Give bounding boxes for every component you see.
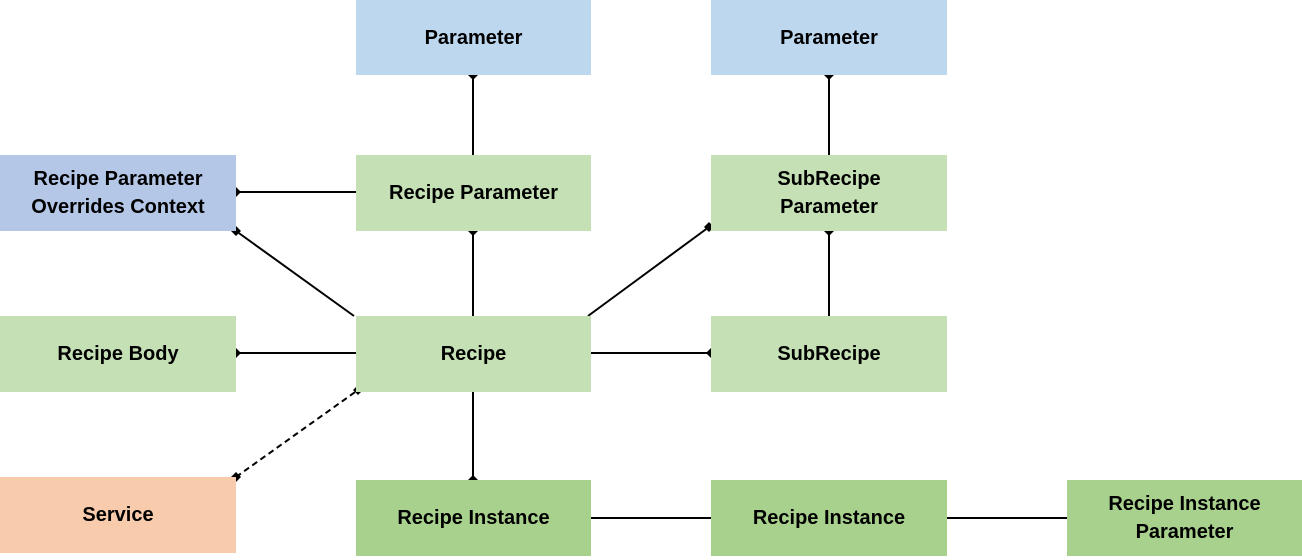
service-label: Service	[82, 504, 154, 526]
recipe-instance-right-label: Recipe Instance	[752, 507, 906, 529]
recipe-body-node[interactable]: Recipe Body	[0, 316, 236, 392]
subrecipe-label: SubRecipe	[777, 343, 881, 365]
edge-recipe-to-subrecipe-parameter	[587, 226, 710, 317]
subrecipe-parameter-node[interactable]: SubRecipe Parameter	[711, 155, 947, 231]
subrecipe-parameter-label: SubRecipe Parameter	[777, 168, 881, 218]
edge-recipe-to-recipe-parameter-overrides-context	[235, 230, 355, 317]
recipe-parameter-label: Recipe Parameter	[389, 182, 558, 204]
recipe-parameter-overrides-context-label: Recipe Parameter Overrides Context	[31, 168, 205, 218]
parameter-right-node[interactable]: Parameter	[711, 0, 947, 75]
recipe-instance-center-label: Recipe Instance	[397, 507, 550, 529]
recipe-instance-center-node[interactable]: Recipe Instance	[356, 480, 591, 556]
parameter-right-label: Parameter	[780, 26, 878, 49]
recipe-instance-right-node[interactable]: Recipe Instance	[711, 480, 947, 556]
subrecipe-node[interactable]: SubRecipe	[711, 316, 947, 392]
recipe-label: Recipe	[440, 343, 507, 365]
recipe-parameter-node[interactable]: Recipe Parameter	[356, 155, 591, 231]
edge-service-to-recipe	[235, 389, 359, 478]
parameter-left-node[interactable]: Parameter	[356, 0, 591, 75]
recipe-instance-parameter-node[interactable]: Recipe Instance Parameter	[1067, 480, 1302, 556]
service-node[interactable]: Service	[0, 477, 236, 553]
recipe-parameter-overrides-context-node[interactable]: Recipe Parameter Overrides Context	[0, 155, 236, 231]
parameter-left-label: Parameter	[424, 26, 523, 49]
recipe-node[interactable]: Recipe	[356, 316, 591, 392]
recipe-instance-parameter-label: Recipe Instance Parameter	[1108, 493, 1261, 543]
recipe-body-label: Recipe Body	[57, 343, 179, 365]
